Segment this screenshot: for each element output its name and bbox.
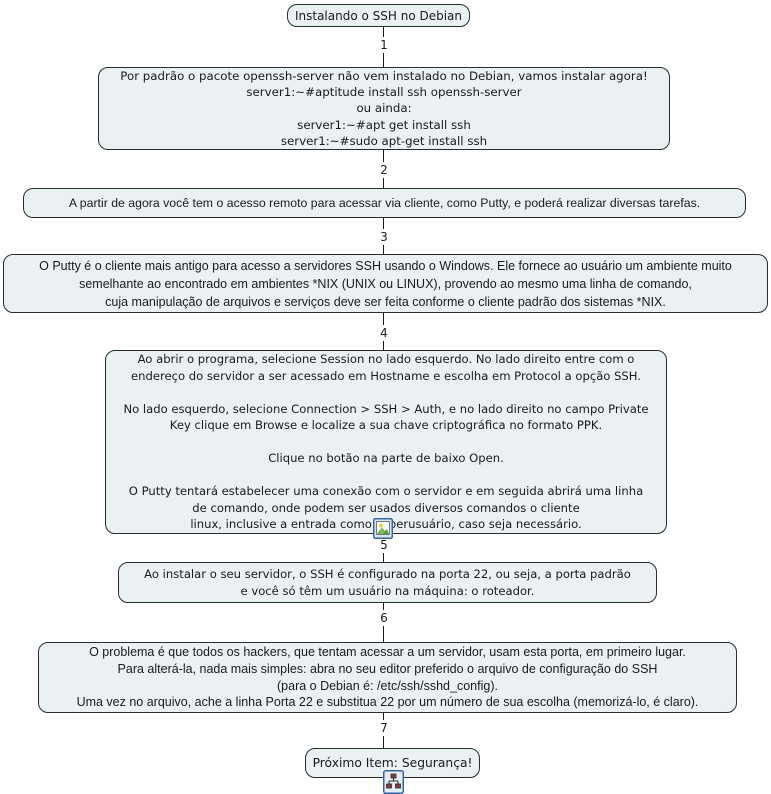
flow-node-title-text: Instalando o SSH no Debian xyxy=(294,8,463,23)
image-attachment-icon[interactable] xyxy=(373,518,393,539)
connector-label-5: 5 xyxy=(377,537,391,553)
connector-label-6: 6 xyxy=(377,610,391,626)
flow-node-putty-steps: Ao abrir o programa, selecione Session n… xyxy=(105,350,667,534)
connector-label-1: 1 xyxy=(377,37,391,53)
connector-label-3: 3 xyxy=(377,229,391,245)
flow-node-remote-access: A partir de agora você tem o acesso remo… xyxy=(23,188,746,218)
flow-node-port-22-text: Ao instalar o seu servidor, o SSH é conf… xyxy=(144,567,631,598)
flow-node-next-item-text: Próximo Item: Segurança! xyxy=(312,756,473,770)
flow-node-install-commands-text: Por padrão o pacote openssh-server não v… xyxy=(120,69,648,148)
connector-label-7: 7 xyxy=(377,720,391,736)
connector-label-4: 4 xyxy=(377,325,391,341)
flow-node-change-port-text: O problema é que todos os hackers, que t… xyxy=(76,644,699,710)
connector-label-2: 2 xyxy=(377,162,391,178)
flow-node-port-22: Ao instalar o seu servidor, o SSH é conf… xyxy=(118,562,657,603)
flow-node-change-port: O problema é que todos os hackers, que t… xyxy=(38,642,737,713)
flow-node-putty-description-text: O Putty é o cliente mais antigo para ace… xyxy=(39,258,732,309)
flow-node-install-commands: Por padrão o pacote openssh-server não v… xyxy=(98,67,670,150)
flow-node-putty-steps-text: Ao abrir o programa, selecione Session n… xyxy=(123,352,649,532)
sitemap-icon[interactable] xyxy=(383,770,404,794)
flow-node-remote-access-text: A partir de agora você tem o acesso remo… xyxy=(68,196,701,210)
flow-node-putty-description: O Putty é o cliente mais antigo para ace… xyxy=(3,254,768,313)
flow-node-title: Instalando o SSH no Debian xyxy=(287,4,470,27)
